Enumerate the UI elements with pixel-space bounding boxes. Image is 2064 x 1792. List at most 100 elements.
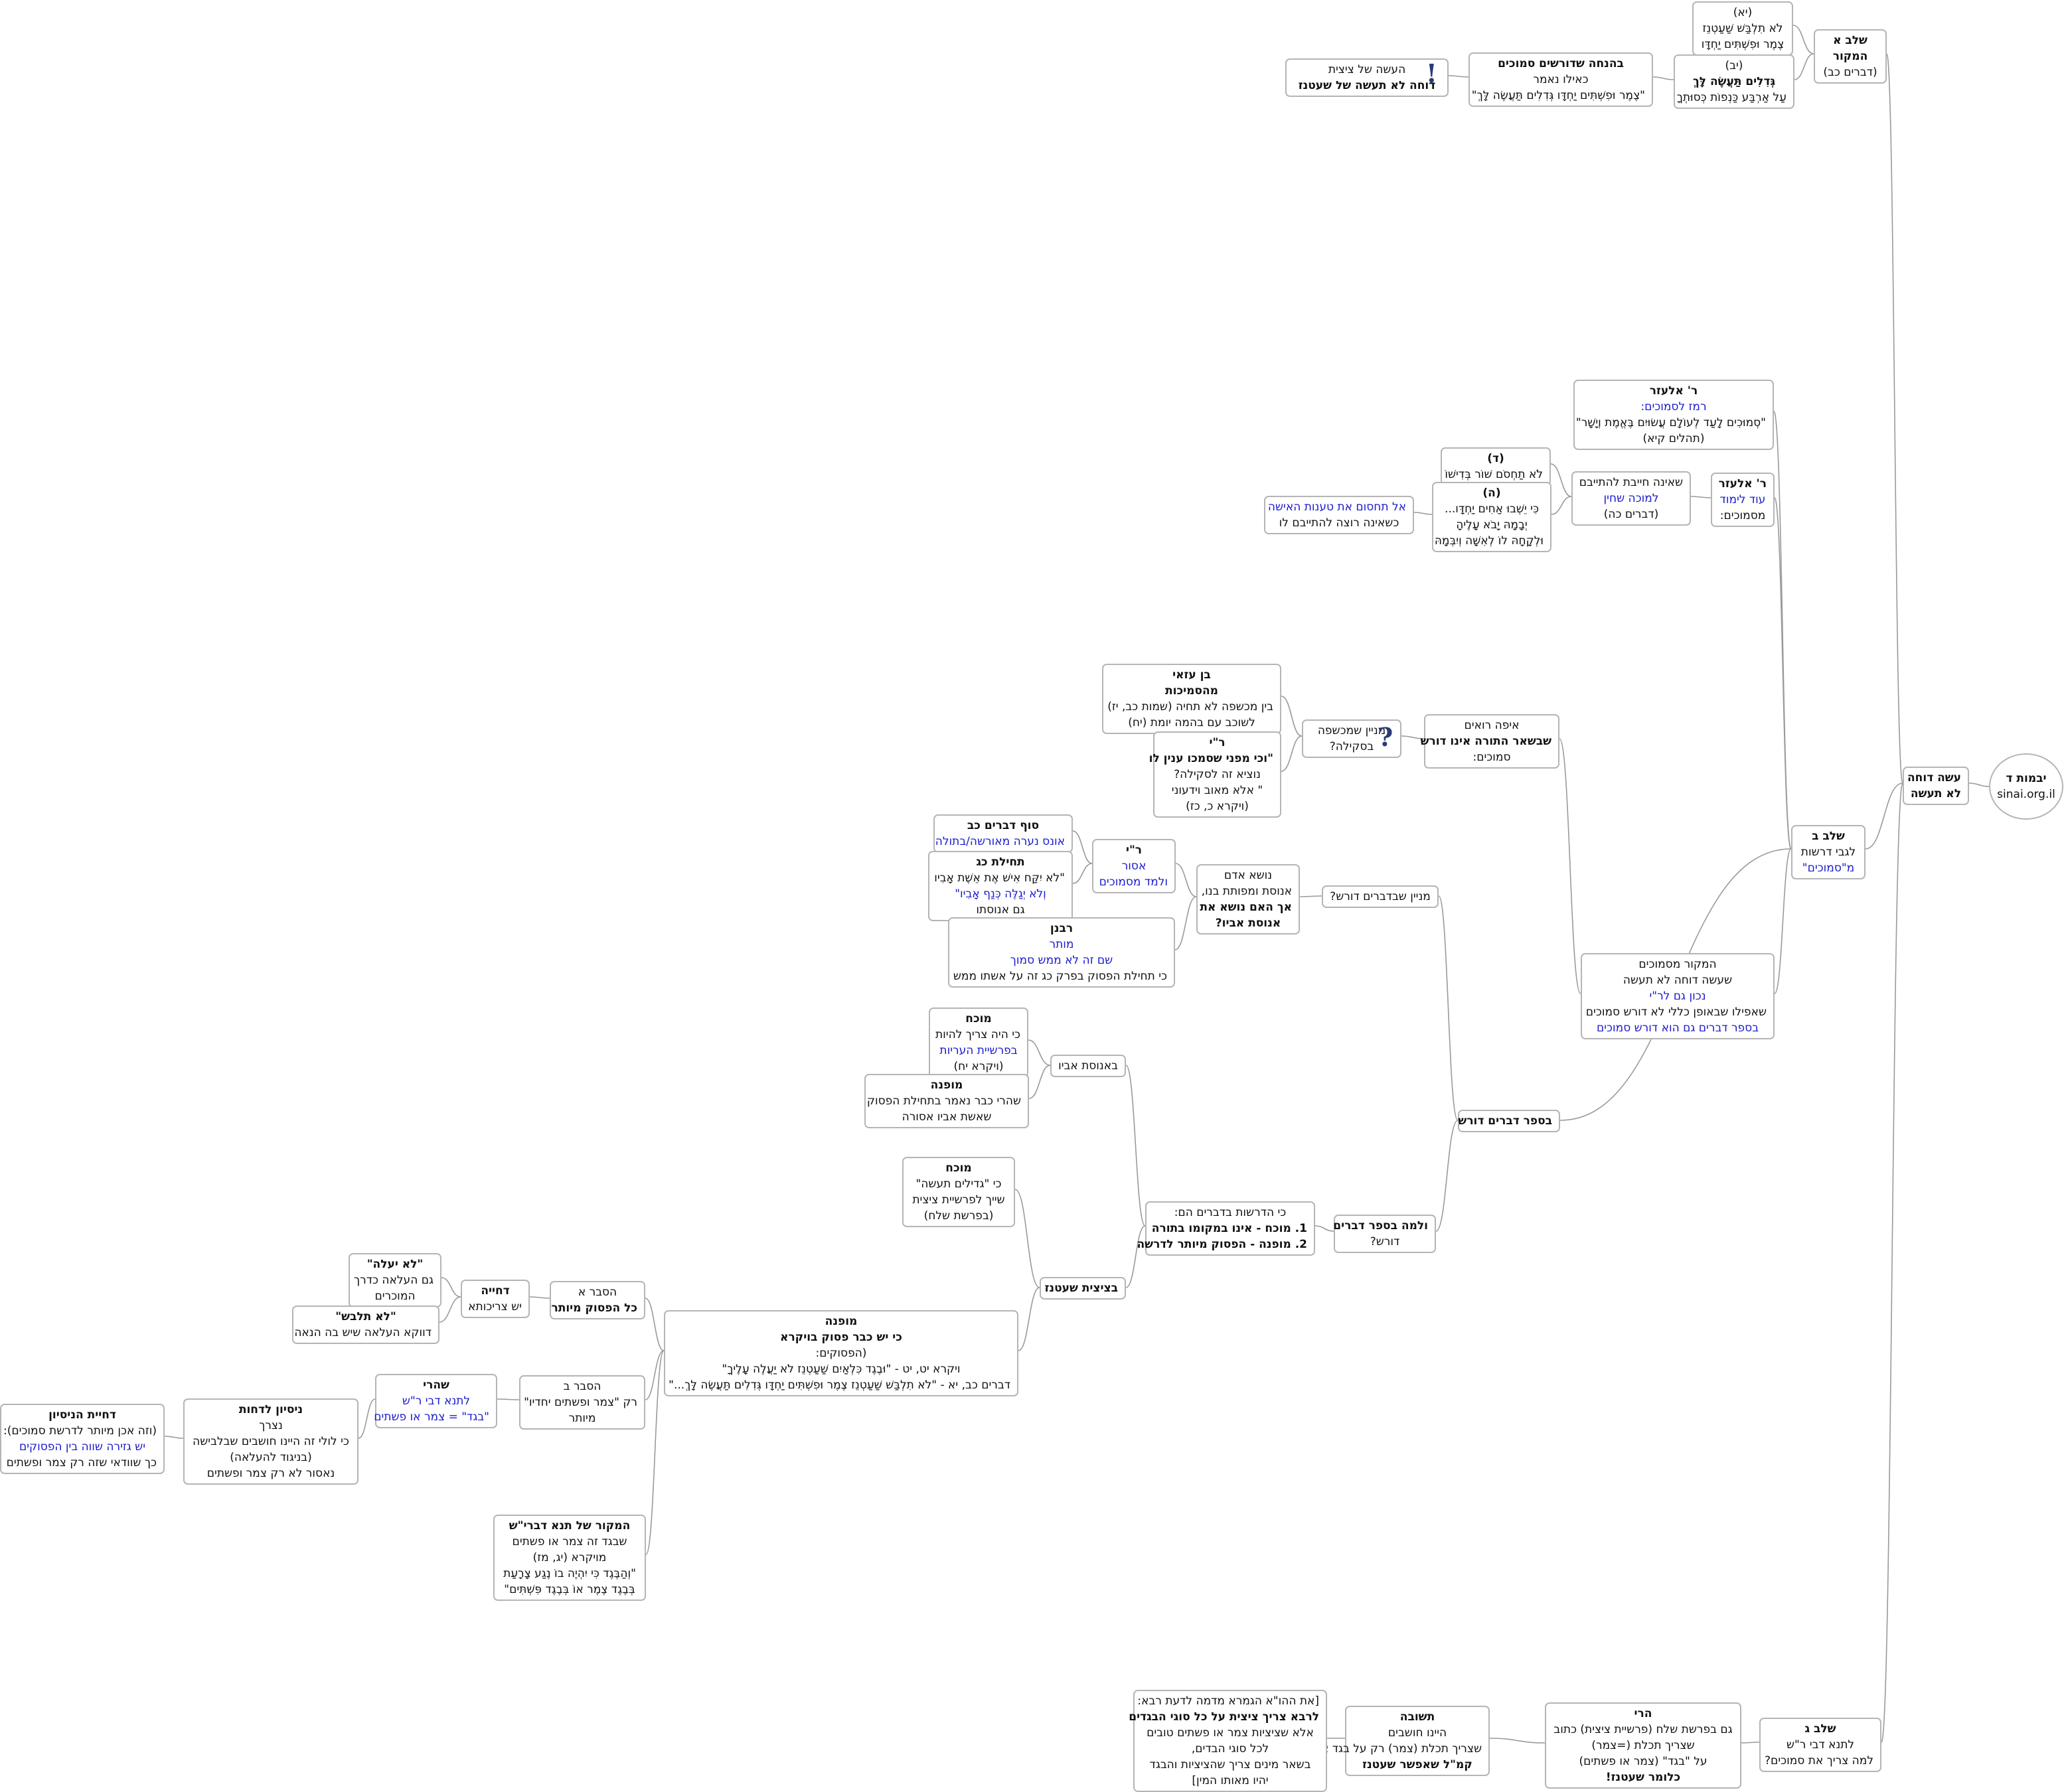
two-reasons-topic[interactable]: כי הדרשות בדברים הם:1. מוכח - אינו במקומ…	[1137, 1201, 1315, 1256]
topic-line: כלומר שעטנז!	[1605, 1771, 1681, 1784]
topic-line: ולמד מסמוכים	[1099, 875, 1168, 889]
topic-line: היינו חושבים	[1388, 1726, 1447, 1740]
topic-line: לתנא דבי ר"ש	[1786, 1738, 1855, 1752]
verse-5-topic[interactable]: (ה)כִּי יֵשְׁבוּ אַחִים יַחְדָּו...יְבָמ…	[1432, 482, 1551, 552]
topic-line: (הפסוקים:	[815, 1347, 867, 1360]
topic-line: כשאינה רוצה להתייבם לו	[1279, 516, 1399, 530]
connector-b5b1b2	[1018, 1287, 1040, 1351]
topic-line: (ויקרא כ, כז)	[1186, 800, 1249, 813]
topic-line: כאילו נאמר	[1533, 73, 1589, 86]
verse-4-topic[interactable]: (ד)לֹא תַחְסֹם שׁוֹר בְּדִישׁוֹ	[1441, 447, 1551, 486]
topic-line: המקור של תנא דברי"ש	[509, 1519, 631, 1532]
topic-line: נכון גם לר"י	[1649, 990, 1706, 1003]
lo-tilbash-topic[interactable]: "לא תלבש"דווקא העלאה שיש בה הנאה	[292, 1306, 439, 1344]
connector-b4q2	[1281, 735, 1303, 772]
connector-b5a1b	[1174, 896, 1197, 950]
topic-line: שאפילו שבאופן כללי לא דורש סמוכים	[1585, 1006, 1767, 1019]
connector-b5b1b	[1125, 1225, 1146, 1288]
devarim-derash-topic[interactable]: בספר דברים דורש	[1458, 1110, 1560, 1132]
connector-b5a1	[1299, 895, 1322, 897]
rava-comparison-topic[interactable]: [את ההו"א הגמרא מדמה לדעת רבא:לרבא צריך …	[1129, 1690, 1327, 1792]
connector-b1	[1773, 411, 1792, 850]
connector-b3	[1774, 848, 1792, 994]
topic-line: בספר דברים דורש	[1458, 1114, 1552, 1128]
topic-line: דווקא העלאה שיש בה הנאה	[294, 1326, 432, 1339]
topic-line: "צֶמֶר וּפִשְׁתִּים יַחְדָּו גְּדִלִים ת…	[1471, 89, 1645, 102]
tzitzit-shaatnez-topic[interactable]: בציצית שעטנז	[1040, 1277, 1126, 1300]
topic-line: שצריך תכלת (צמר) רק על בגד צמר	[1308, 1742, 1482, 1755]
topic-line: גם בפרשת שלח (פרשיית ציצית) כתוב	[1553, 1723, 1733, 1736]
topic-line: למוכה שחין	[1603, 492, 1659, 505]
start-23-topic[interactable]: תחילת כג"לֹא יִקַּח אִישׁ אֶת אֵשֶׁת אָב…	[928, 851, 1073, 921]
reject-attempt-topic[interactable]: דחיית הניסיון(וזה אכן מיותר לדרשת סמוכים…	[0, 1404, 165, 1474]
topic-line: כך שוודאי שזה רק צמר ופשתים	[6, 1456, 157, 1469]
topic-line: אונס נערה מאורשה/בתולה	[935, 835, 1065, 848]
topic-line: יש צריכותא	[468, 1300, 522, 1313]
topic-line: רק "צמר ופשתים יחדיו"	[524, 1396, 637, 1409]
topic-line: למה צריך את סמוכים?	[1765, 1754, 1873, 1767]
connector-b5b	[1435, 1120, 1459, 1232]
topic-line: בציצית שעטנז	[1044, 1282, 1118, 1295]
topic-line: אלא שציציות צמר או פשתים טובים	[1147, 1726, 1314, 1740]
connector-b4q1	[1281, 696, 1303, 737]
topic-line: כִּי יֵשְׁבוּ אַחִים יַחְדָּו...	[1445, 502, 1539, 516]
connector-b5a	[1438, 895, 1459, 1121]
topic-line: לֹא תִלְבַּשׁ שַׁעַטְנֵז	[1702, 22, 1783, 35]
how-devarim-topic[interactable]: מניין שבדברים דורש?	[1322, 885, 1439, 908]
topic-line: בשאר מינים צריך שהציציות והבגד	[1149, 1758, 1311, 1771]
topic-line: מויקרא (יג, מז)	[532, 1551, 607, 1564]
connector-b5a1a1	[1072, 830, 1093, 864]
father-rape-case-topic[interactable]: באנוסת אביו	[1050, 1055, 1126, 1077]
topic-line: שלב ב	[1812, 830, 1845, 843]
connector-b5a1a	[1175, 863, 1197, 897]
topic-line: sinai.org.il	[1997, 788, 2055, 801]
verse-12-topic[interactable]: (יב)גְּדִלִים תַּעֲשֶׂה לָּךְעַל אַרְבַּ…	[1674, 54, 1794, 109]
topic-line: הסבר א	[578, 1286, 617, 1299]
topic-line: שם זה לא ממש סמוך	[1010, 954, 1113, 967]
topic-line: צֶמֶר וּפִשְׁתִּים יַחְדָּו	[1701, 38, 1785, 51]
topic-line: ויקרא יט, יט - "וּבֶגֶד כִּלְאַיִם שַׁעַ…	[722, 1363, 961, 1376]
topic-line: שעשה דוחה לא תעשה	[1623, 974, 1733, 987]
connector-sB1a	[358, 1398, 376, 1439]
topic-line: הסבר ב	[563, 1380, 601, 1393]
topic-line: המוכרים	[374, 1290, 416, 1303]
topic-line: "לֹא יִקַּח אִישׁ אֶת אֵשֶׁת אָבִיו	[934, 871, 1065, 885]
topic-line: " אלא מאוב וידעוני	[1171, 784, 1263, 797]
